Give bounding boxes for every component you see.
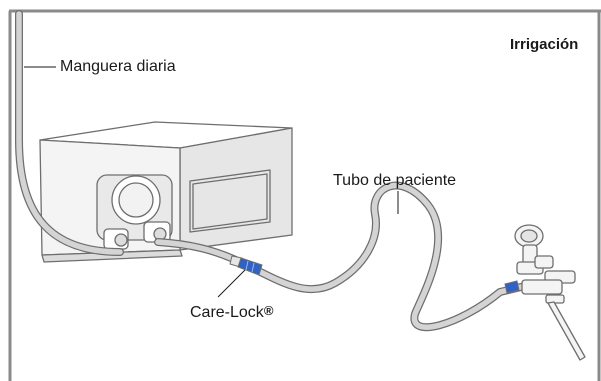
diagram-title: Irrigación [510, 36, 579, 53]
care-lock-text: Care-Lock [190, 304, 264, 321]
scope-connector [504, 280, 520, 294]
care-lock-connector [229, 255, 263, 276]
care-lock-label: Care-Lock® [190, 303, 273, 322]
daily-hose-label: Manguera diaria [60, 58, 176, 75]
roller-pump-head [96, 174, 173, 250]
endoscope [514, 224, 586, 361]
registered-mark: ® [263, 303, 274, 318]
leader-lines [24, 66, 399, 298]
daily-hose [15, 10, 124, 256]
pump-device [39, 121, 293, 263]
patient-tube-label: Tubo de paciente [333, 172, 457, 189]
frame-border [8, 9, 601, 381]
